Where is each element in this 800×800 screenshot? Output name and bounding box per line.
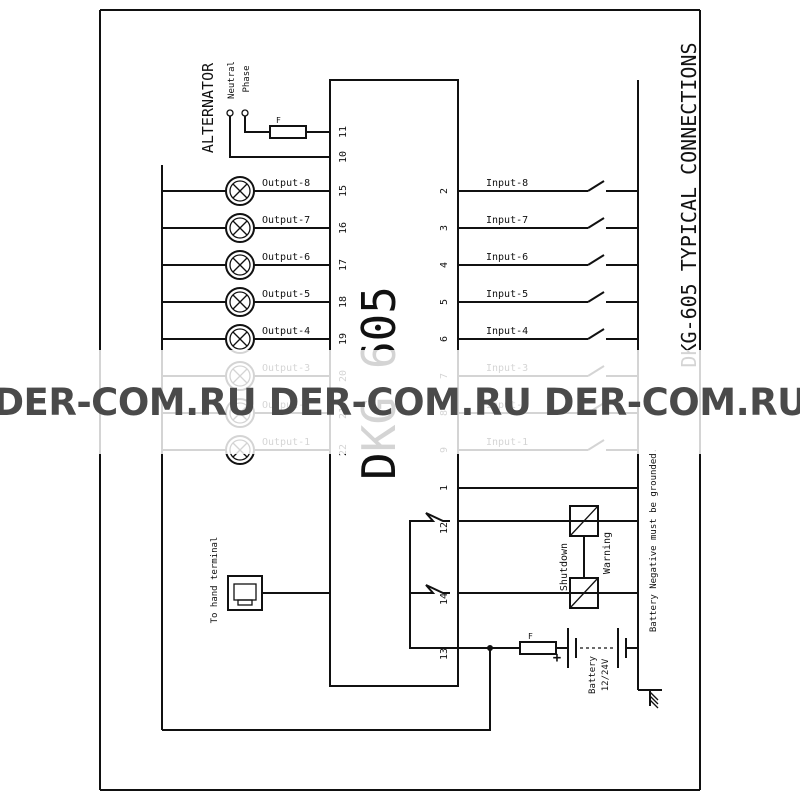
battery-voltage-label: 12/24V [601, 658, 611, 691]
terminal-12-label: 12 [439, 522, 450, 534]
neutral-wire [229, 116, 330, 158]
input-label: Input-7 [486, 215, 528, 226]
output-terminal-number: 15 [338, 185, 349, 197]
ground-note: Battery Negative must be grounded. [649, 448, 659, 632]
neutral-terminal-dot [226, 109, 234, 117]
input-switch-blade [587, 328, 605, 340]
input-terminal-number: 2 [439, 188, 450, 194]
alternator-label: ALTERNATOR [199, 62, 217, 153]
hand-terminal-socket [233, 583, 257, 601]
output-terminal-number: 17 [338, 259, 349, 271]
output-label: Output-6 [262, 252, 310, 263]
input-terminal-number: 5 [439, 299, 450, 305]
warning-relay-diagonal [569, 577, 599, 609]
battery-return-wire [162, 648, 491, 731]
output-label: Output-5 [262, 289, 310, 300]
lamp-inner-ring [229, 180, 251, 202]
neutral-label: Neutral [227, 61, 237, 99]
output-terminal-number: 19 [338, 333, 349, 345]
lamp-icon [225, 213, 255, 243]
input-label: Input-6 [486, 252, 528, 263]
diagram-title: DKG-605 TYPICAL CONNECTIONS [677, 42, 701, 367]
battery-label: Battery [588, 655, 598, 694]
lamp-inner-ring [229, 291, 251, 313]
lamp-icon [225, 287, 255, 317]
terminal-12-switch [409, 512, 458, 649]
output-label: Output-4 [262, 326, 310, 337]
output-label: Output-7 [262, 215, 310, 226]
hand-terminal-tab [237, 599, 253, 606]
input-label: Input-8 [486, 178, 528, 189]
battery-fuse-label: F [528, 632, 533, 641]
input-terminal-number: 4 [439, 262, 450, 268]
alternator-fuse-label: F [276, 116, 281, 125]
input-terminal-number: 6 [439, 336, 450, 342]
terminal-14-label: 14 [439, 593, 450, 605]
lamp-cross-b [232, 257, 248, 273]
terminal-10-label: 10 [338, 151, 349, 163]
input-switch-blade [587, 291, 605, 303]
terminal-11-label: 11 [338, 126, 349, 138]
input-switch-blade [587, 180, 605, 192]
lamp-cross-b [232, 331, 248, 347]
terminal-13-label: 13 [439, 648, 450, 660]
lamp-inner-ring [229, 217, 251, 239]
watermark-text: DER-COM.RU DER-COM.RU DER-COM.RU [0, 380, 800, 424]
input-label: Input-5 [486, 289, 528, 300]
lamp-cross-b [232, 183, 248, 199]
output-terminal-number: 18 [338, 296, 349, 308]
input-switch-blade [587, 254, 605, 266]
lamp-cross-b [232, 220, 248, 236]
lamp-cross-b [232, 294, 248, 310]
phase-wire [244, 116, 270, 133]
warning-label: Warning [602, 532, 613, 574]
lamp-inner-ring [229, 328, 251, 350]
input-switch-blade [587, 217, 605, 229]
phase-terminal-dot [241, 109, 249, 117]
hand-terminal-label: To hand terminal [210, 537, 220, 624]
lamp-icon [225, 250, 255, 280]
battery-plus-sign: + [553, 650, 561, 666]
lamp-inner-ring [229, 254, 251, 276]
input-terminal-number: 3 [439, 225, 450, 231]
phase-label: Phase [242, 65, 252, 92]
battery-fuse [519, 641, 557, 655]
watermark-band: DER-COM.RU DER-COM.RU DER-COM.RU [0, 350, 800, 454]
alternator-fuse [269, 125, 307, 139]
shutdown-relay-diagonal [569, 505, 599, 537]
terminal-14-switch [410, 584, 450, 594]
output-label: Output-8 [262, 178, 310, 189]
input-label: Input-4 [486, 326, 528, 337]
ground-icon [638, 689, 662, 709]
shutdown-label: Shutdown [559, 543, 570, 591]
output-terminal-number: 16 [338, 222, 349, 234]
terminal-1-label: 1 [439, 485, 450, 491]
lamp-icon [225, 176, 255, 206]
